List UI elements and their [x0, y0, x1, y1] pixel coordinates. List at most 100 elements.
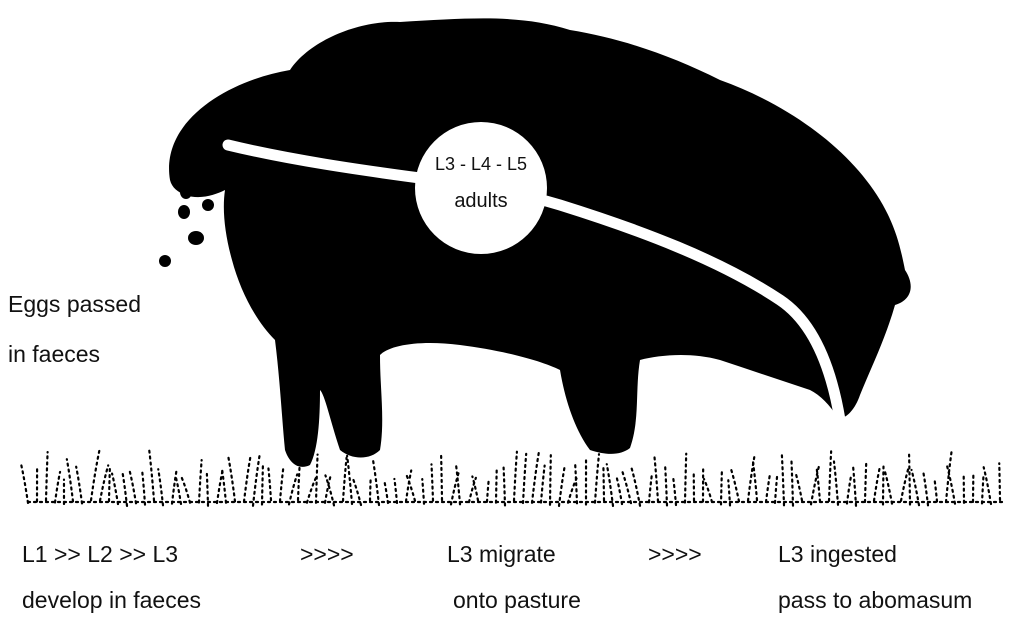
eggs-label-line1: Eggs passed: [8, 290, 141, 318]
grass-blade: [268, 468, 271, 500]
grass-blade: [622, 472, 631, 503]
grass-blade: [199, 460, 202, 502]
grass-blade: [100, 465, 108, 500]
grass-blade: [343, 458, 347, 501]
grass-blade: [575, 462, 577, 504]
grass-blade: [665, 465, 667, 505]
grass-blade: [984, 467, 991, 504]
grass-blade: [109, 467, 110, 502]
grass-blade: [909, 455, 910, 505]
adults-label: adults: [454, 190, 507, 212]
grass-blade: [431, 464, 433, 500]
grass-blade: [21, 464, 28, 503]
step1-label-line2: develop in faeces: [22, 586, 201, 614]
grass-blade: [451, 472, 459, 504]
eggs-label-line2: in faeces: [8, 340, 100, 368]
grass-blade: [829, 451, 831, 501]
grass-blade: [654, 457, 658, 501]
sheep-silhouette: [169, 18, 911, 466]
grass-blade: [347, 456, 352, 504]
grass-blade: [149, 451, 154, 501]
grass-blade: [673, 478, 676, 505]
grass-blade: [704, 479, 712, 502]
grass-blade: [685, 454, 686, 503]
grass-blade: [795, 472, 802, 500]
step2-label-line1: L3 migrate: [447, 540, 556, 568]
grass-blade: [496, 469, 497, 502]
grass-blade: [541, 466, 545, 503]
grass-blade: [834, 462, 838, 505]
grass-blade: [865, 463, 866, 502]
grass-blade: [791, 460, 793, 506]
grass-blade: [456, 463, 460, 504]
grass-blade: [912, 470, 919, 505]
grass-blade: [298, 467, 300, 500]
grass-blade: [384, 479, 388, 503]
grass-blade: [46, 452, 48, 500]
grass-blade: [172, 470, 177, 504]
grass-blade: [847, 478, 851, 504]
grass-blade: [946, 451, 952, 502]
arrow-1: >>>>: [300, 540, 354, 568]
grass-blade: [532, 452, 539, 503]
grass-blade: [923, 473, 928, 505]
stages-label: L3 - L4 - L5: [435, 154, 527, 174]
step2-label-line2: onto pasture: [453, 586, 581, 614]
grass-blade: [76, 467, 82, 504]
arrow-2: >>>>: [648, 540, 702, 568]
grass-blade: [550, 455, 551, 504]
grass-blade: [504, 468, 505, 506]
grass-blade: [373, 458, 379, 505]
grass-blade: [559, 465, 565, 506]
grass-blade: [142, 472, 145, 505]
grass-blade: [782, 455, 784, 505]
grass-blade: [721, 469, 722, 505]
grass-blade: [394, 479, 397, 503]
grass-blade: [853, 465, 856, 505]
grass-blade: [222, 468, 226, 503]
grass-blade: [422, 479, 424, 504]
grass-blade: [280, 467, 283, 501]
abomasum-circle: [415, 122, 547, 254]
grass-blade: [523, 454, 526, 503]
grass-blade: [999, 463, 1000, 500]
grass-blade: [370, 478, 371, 501]
step3-label-line2: pass to abomasum: [778, 586, 972, 614]
grass-blade: [595, 454, 599, 502]
grass-blade: [632, 468, 640, 505]
grass-blade: [176, 478, 181, 504]
grass-blade: [731, 468, 739, 502]
grass-blade: [982, 475, 984, 503]
grass-blade: [55, 472, 60, 503]
grass-blade: [262, 463, 263, 504]
grass-blade: [67, 459, 73, 501]
grass-blade: [91, 450, 99, 500]
grass-blade: [316, 455, 318, 503]
grass-blade: [766, 473, 770, 502]
grass-blade: [487, 479, 489, 502]
grass-blade: [568, 478, 577, 502]
grass-blade: [874, 467, 880, 501]
grass-blade: [901, 468, 909, 501]
pasture-grass: [21, 450, 1005, 506]
grass-blade: [158, 469, 163, 505]
grass-blade: [617, 477, 622, 504]
grass-blade: [244, 457, 250, 502]
grass-blade: [603, 467, 604, 500]
grass-blade: [228, 457, 235, 501]
grass-blade: [607, 464, 613, 506]
step1-label-line1: L1 >> L2 >> L3: [22, 540, 178, 568]
grass-blade: [514, 452, 517, 501]
step3-label-line1: L3 ingested: [778, 540, 897, 568]
grass-blade: [934, 478, 937, 502]
grass-blade: [130, 471, 136, 503]
grass-blade: [885, 470, 892, 504]
grass-blade: [649, 475, 652, 503]
grass-blade: [122, 471, 127, 506]
grass-blade: [441, 455, 442, 500]
grass-blade: [775, 474, 777, 503]
grass-blade: [112, 474, 118, 504]
grass-blade: [289, 474, 297, 504]
grass-blade: [753, 462, 757, 500]
